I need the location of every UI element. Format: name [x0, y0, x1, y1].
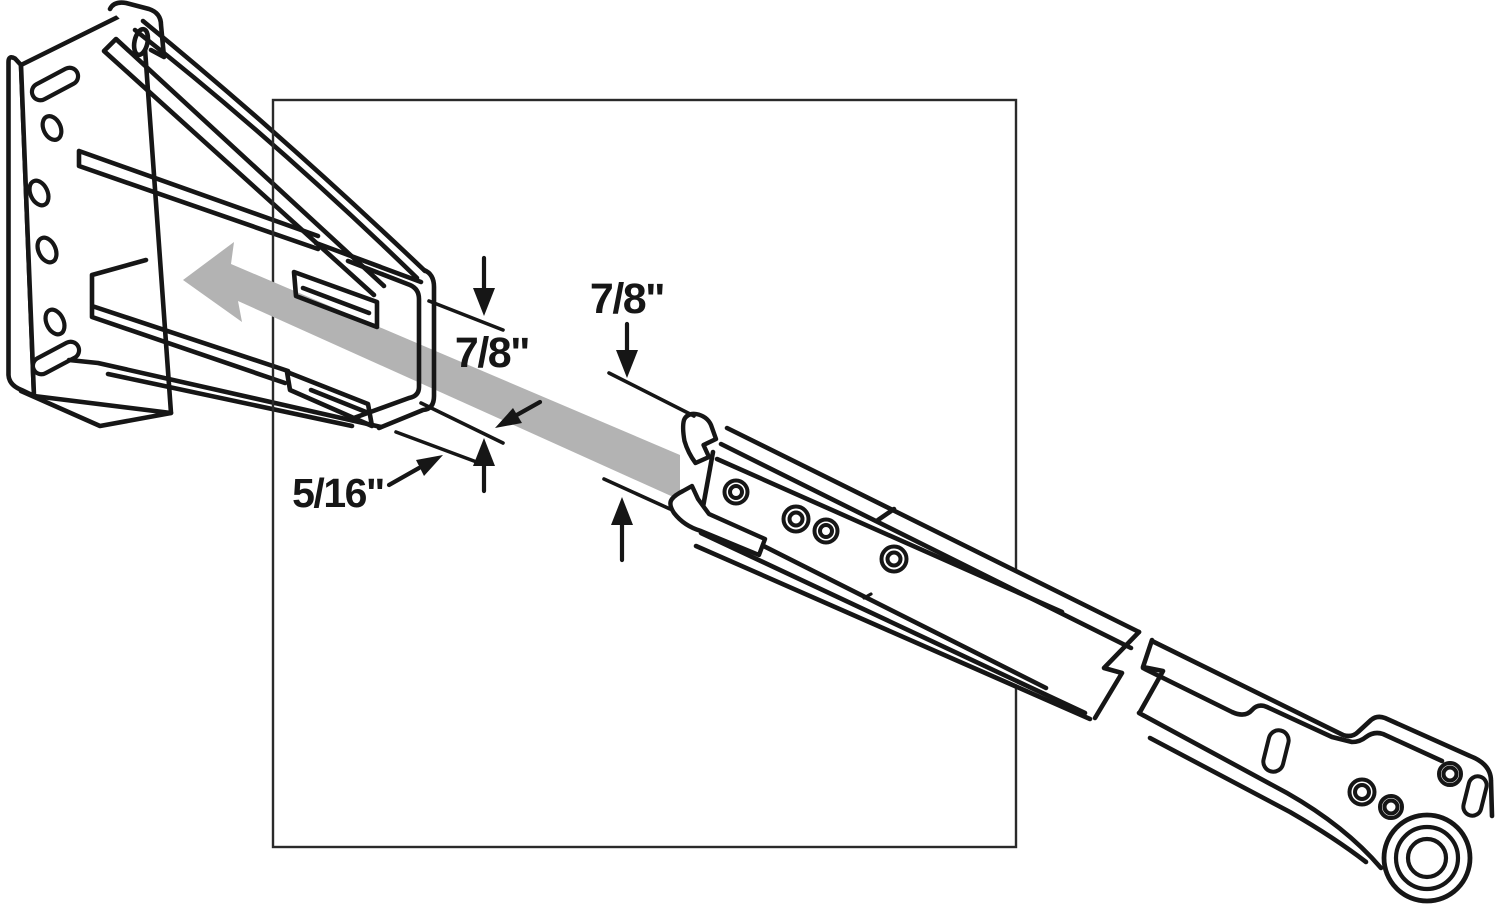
plate-hole-3: [35, 235, 59, 265]
rail-hole-3-inner: [818, 523, 834, 539]
tick-line: [394, 430, 484, 466]
rail-surface-tick: [875, 506, 897, 523]
rail-top-hook: [680, 411, 719, 466]
rail-hole-4-inner: [885, 550, 903, 568]
rail2-top-inner-edge: [1140, 665, 1445, 764]
gusset-rib-wedge: [101, 36, 387, 298]
arrow-up-icon: [473, 438, 495, 466]
rail-hole-1-inner: [728, 484, 744, 500]
socket-top-fold: [313, 240, 424, 285]
rail2-bottom-inner-edge: [1147, 735, 1369, 865]
tick-line: [419, 401, 505, 445]
arrow-up-right-icon: [416, 455, 443, 476]
arrow-shaft: [512, 399, 543, 419]
rail-bottom-inner-edge: [698, 530, 1088, 716]
dimension-rail-height: 7/8": [590, 275, 696, 563]
rail-hole-2-inner: [787, 510, 805, 528]
socket-bottom-tab: [284, 369, 375, 429]
gusset-inner-edge: [132, 27, 420, 281]
tick-line: [427, 299, 505, 332]
plate-hole-1: [40, 114, 64, 142]
socket-outer-face: [376, 267, 437, 431]
frame-border: [271, 98, 1018, 849]
socket-top-tab: [291, 269, 380, 330]
mounting-plate-bottom-edge: [18, 388, 174, 429]
plate-slot-top: [29, 65, 81, 103]
dimension-label-socket-height: 7/8": [455, 329, 529, 377]
arrow-down-icon: [473, 288, 495, 316]
rail-surface-dash: [862, 592, 873, 600]
arrow-down-icon: [616, 350, 638, 378]
end-plate-hole-1-inner: [1353, 783, 1371, 801]
arrow-shaft: [386, 465, 422, 488]
rail2-top-edge: [1149, 638, 1495, 819]
rail-mouth-edge: [700, 449, 716, 510]
rail-bottom-edge: [693, 543, 1093, 722]
rear-mounting-bracket: [6, 0, 428, 430]
dimension-lip-offset: 5/16": [292, 399, 543, 516]
dimension-label-lip-offset: 5/16": [292, 470, 384, 516]
tick-line: [607, 371, 696, 418]
dimension-annotations: 7/8" 5/16" 7/8": [292, 255, 696, 563]
end-plate-hole-3-inner: [1441, 765, 1459, 783]
end-plate-slot-left: [1261, 728, 1291, 774]
arm-lower-shelf: [89, 257, 291, 386]
slide-direction-arrow-icon: [183, 242, 680, 500]
dimension-socket-height: 7/8": [419, 255, 531, 494]
bracket-socket: [284, 240, 437, 431]
gusset-outer-edge: [140, 18, 428, 274]
arrow-up-icon: [611, 497, 633, 525]
rail-break-zigzag-right: [1137, 637, 1166, 715]
tick-line: [602, 477, 672, 511]
rail-top-edge: [724, 425, 1142, 635]
plate-slot-bottom: [30, 339, 82, 377]
dimension-label-rail-height: 7/8": [590, 275, 664, 323]
roller-wheel: [1381, 812, 1473, 904]
end-plate-hole-2-inner: [1382, 798, 1400, 816]
socket-inner-opening: [345, 258, 422, 422]
arrow-down-left-icon: [495, 408, 522, 428]
arm-bottom-edges: [66, 357, 384, 430]
end-plate-holes: [1261, 728, 1489, 820]
rail-holes: [722, 478, 909, 574]
roller-hub: [1405, 836, 1449, 880]
mounting-plate-holes: [27, 65, 82, 377]
arm-upper-flange: [76, 148, 321, 252]
rail-bottom-hook: [668, 483, 768, 558]
plate-hole-4: [43, 307, 67, 337]
rail-break-zigzag-left: [1092, 629, 1142, 721]
rail-lip-crease: [714, 456, 1065, 615]
drawer-slide-rail: [668, 411, 1495, 904]
end-plate-slot-right: [1461, 774, 1489, 818]
rail2-bottom-edge: [1136, 710, 1384, 871]
plate-hole-2: [27, 178, 51, 208]
